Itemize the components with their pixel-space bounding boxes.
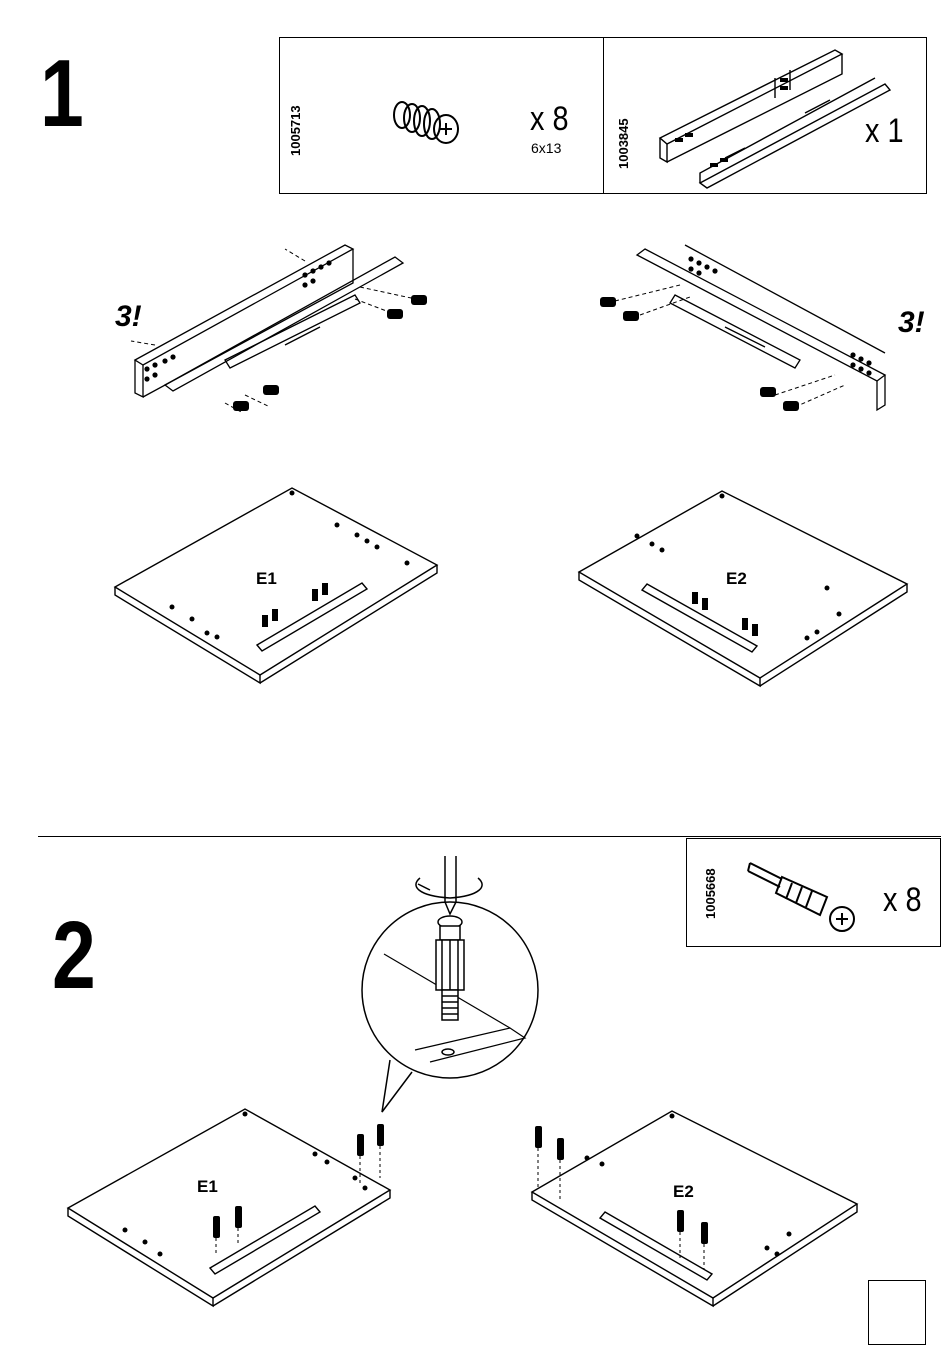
left-runner-assembly — [125, 235, 455, 435]
part-quantity: x 8 — [530, 102, 569, 136]
parts-box-step-2: 1005668 x 8 — [686, 838, 941, 947]
panel-e1-with-runner — [112, 485, 452, 685]
connecting-bolt-icon — [742, 849, 872, 939]
parts-box-step-1: 1005713 x 8 6x13 1003845 x 1 — [279, 37, 927, 194]
panel-label-e1: E1 — [197, 1177, 218, 1197]
page-checkbox — [868, 1280, 926, 1345]
part-code: 1005668 — [703, 868, 718, 919]
part-quantity: x 1 — [865, 114, 904, 148]
detail-magnifier — [360, 850, 560, 1120]
panel-label-e2: E2 — [673, 1182, 694, 1202]
part-code: 1003845 — [616, 118, 631, 169]
cam-screw-icon — [390, 93, 470, 153]
step-1-number: 1 — [40, 46, 84, 142]
panel-e1-with-bolts — [65, 1106, 405, 1306]
panel-label-e2: E2 — [726, 569, 747, 589]
step-2-number: 2 — [52, 908, 96, 1004]
part-quantity: x 8 — [883, 883, 922, 917]
part-size: 6x13 — [531, 140, 561, 156]
step-divider — [38, 836, 941, 837]
part-code: 1005713 — [288, 105, 303, 156]
parts-divider — [603, 38, 604, 193]
panel-e2-with-runner — [577, 488, 917, 688]
panel-e2-with-bolts — [527, 1108, 867, 1308]
panel-label-e1: E1 — [256, 569, 277, 589]
drawer-runner-icon — [655, 38, 895, 188]
right-runner-assembly — [595, 235, 925, 435]
